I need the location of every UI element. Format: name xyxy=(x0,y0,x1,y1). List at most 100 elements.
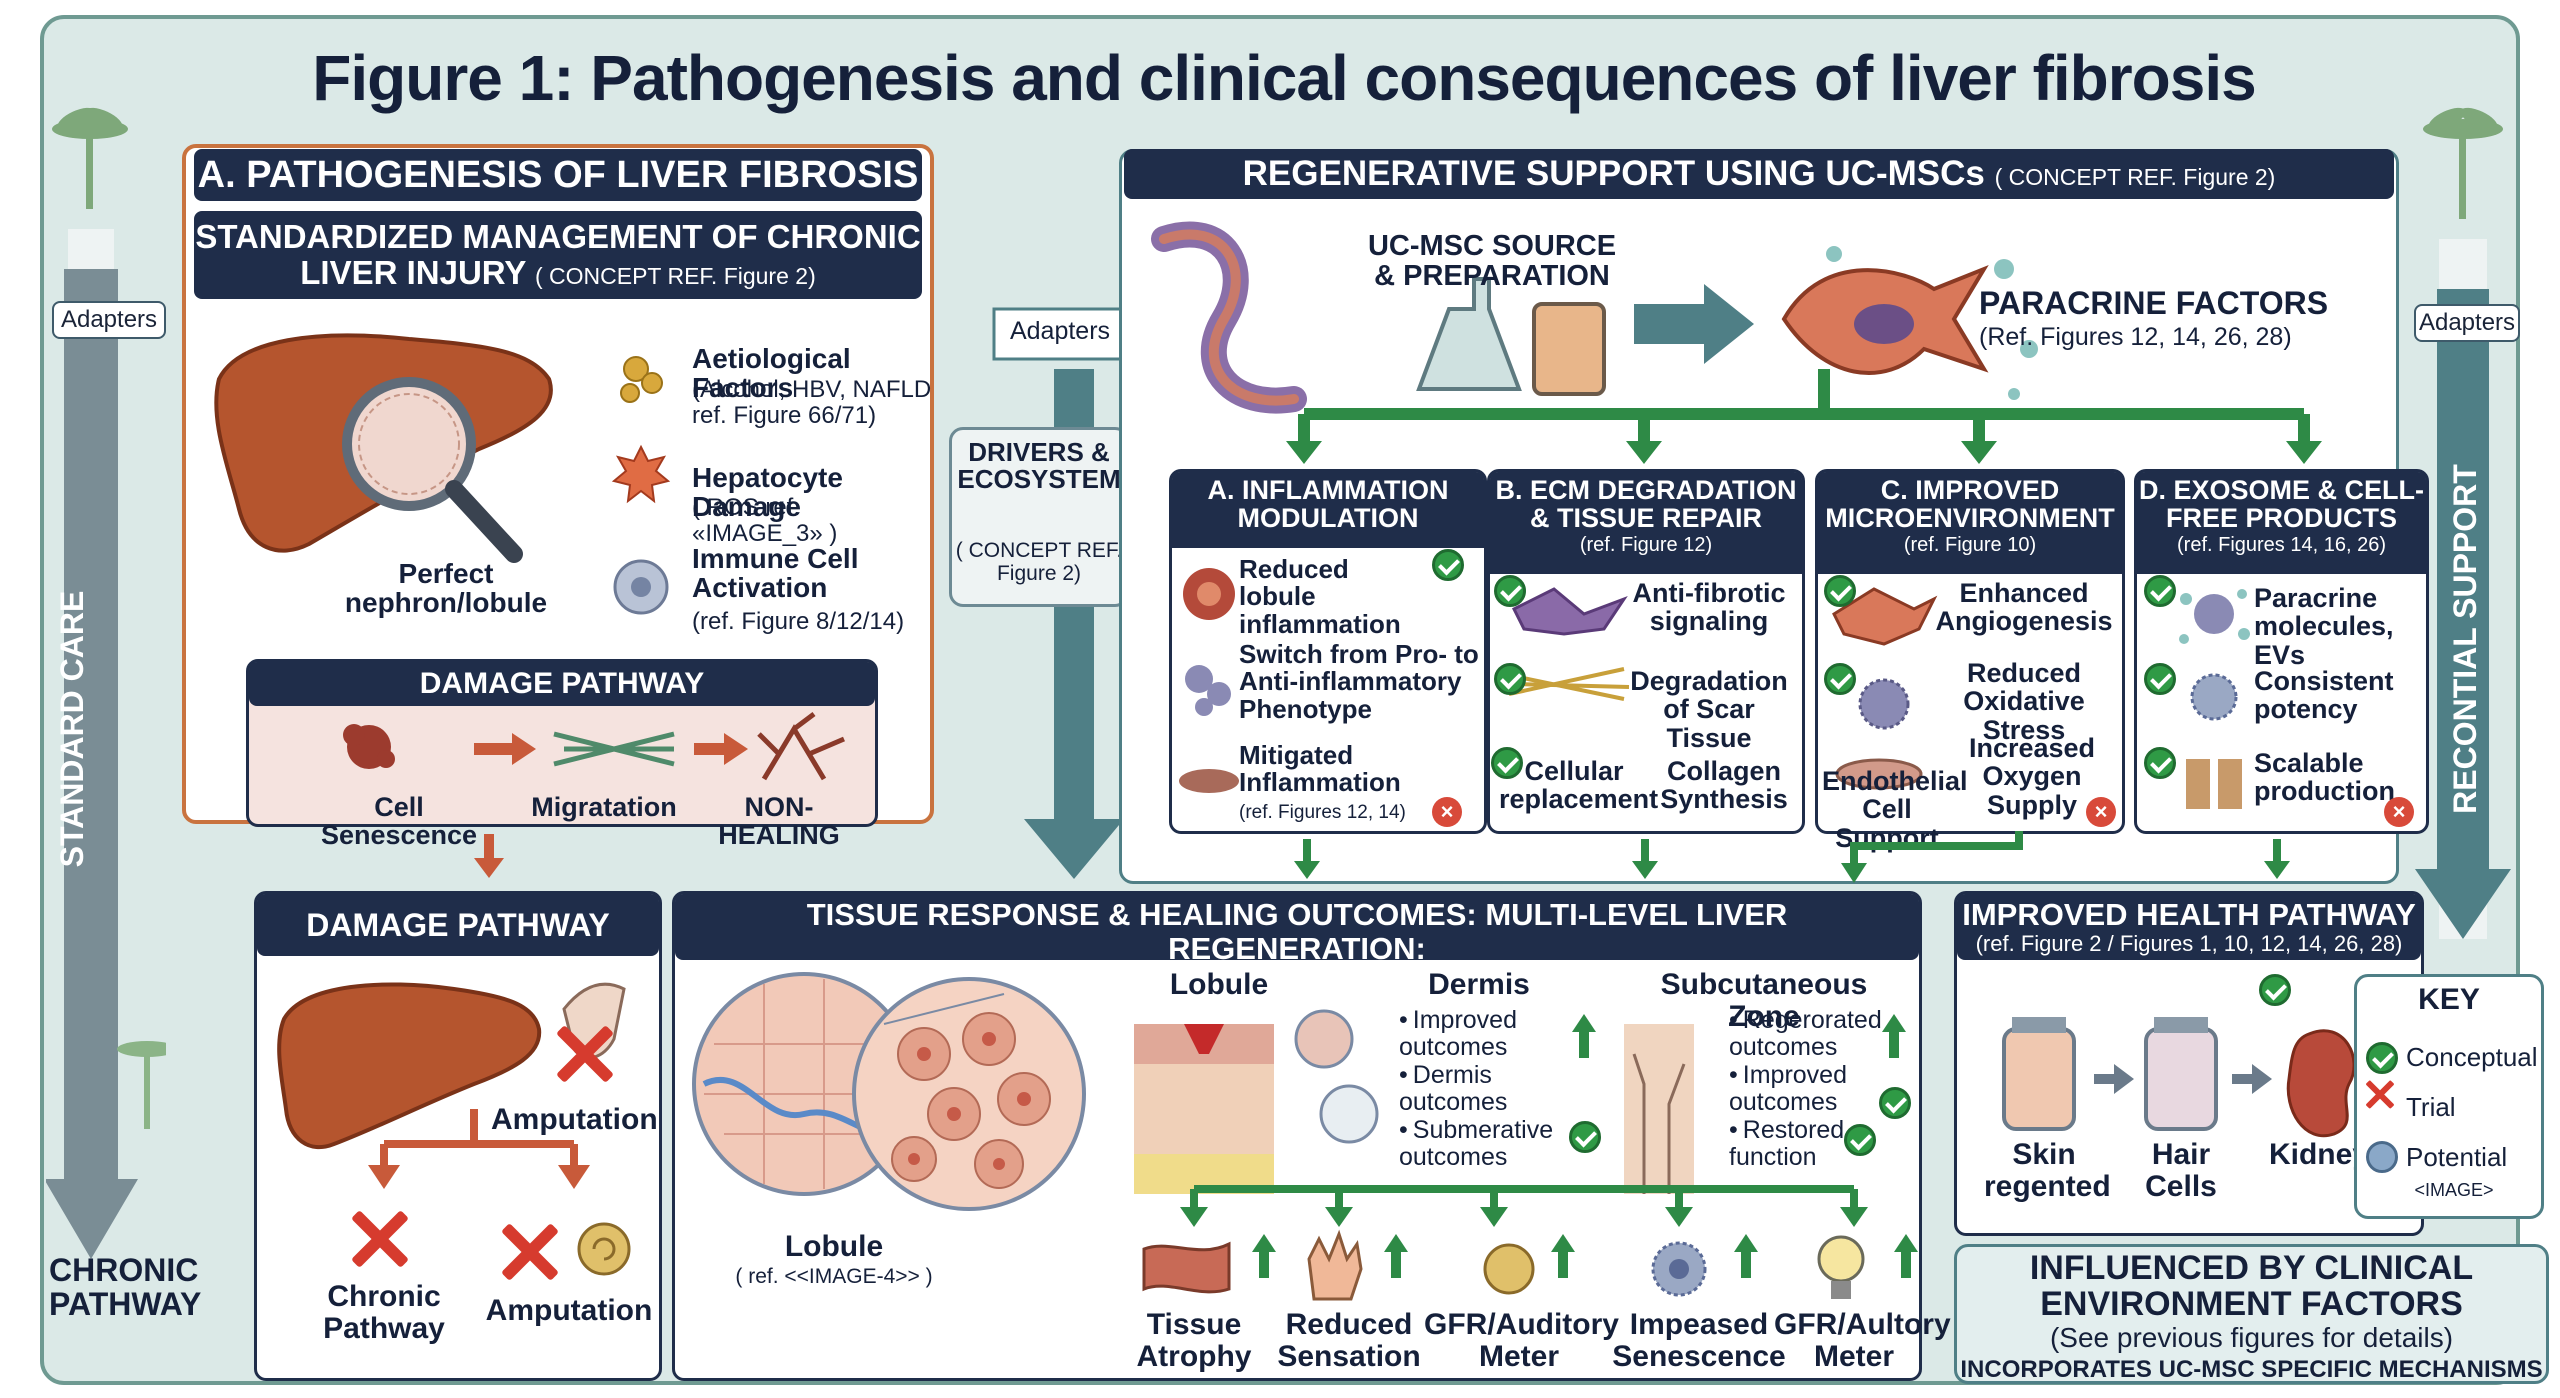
factor-icons xyxy=(611,356,671,615)
amputation-x-icon xyxy=(549,1019,619,1089)
dermis-item-2: • Dermis outcomes xyxy=(1399,1061,1508,1116)
left-rail-graphic xyxy=(46,107,166,1259)
left-adapters-label: Adapters xyxy=(52,301,166,339)
up-arrow-icon xyxy=(1551,1234,1575,1278)
panel-a-subtitle-ref: ( CONCEPT REF. Figure 2) xyxy=(534,263,816,289)
check-icon xyxy=(1824,575,1856,607)
trial-x-icon: × xyxy=(2384,797,2414,827)
influenced-line-1: INFLUENCED BY CLINICAL xyxy=(2029,1249,2474,1287)
figure-canvas: Figure 1: Pathogenesis and clinical cons… xyxy=(40,15,2549,1385)
card-c-item-2: Reduced Oxidative Stress xyxy=(1963,658,2085,745)
card-c-item-1: Enhanced Angiogenesis xyxy=(1935,578,2113,637)
up-arrow-icon xyxy=(1252,1234,1276,1278)
card-exo-title: D. EXOSOME & CELL-FREE PRODUCTS xyxy=(2138,475,2425,534)
card-exosome: D. EXOSOME & CELL-FREE PRODUCTS(ref. Fig… xyxy=(2134,469,2429,834)
snail-icon xyxy=(577,1222,631,1276)
influenced-line-2: ENVIRONMENT FACTORS xyxy=(2040,1285,2463,1323)
outcome-icons xyxy=(1142,1229,1865,1301)
figure-title: Figure 1: Pathogenesis and clinical cons… xyxy=(312,42,2256,114)
check-icon xyxy=(2366,1042,2398,1074)
improved-title: IMPROVED HEALTH PATHWAY xyxy=(1962,897,2416,932)
panel-a-subtitle-text: STANDARDIZED MANAGEMENT OF CHRONIC LIVER… xyxy=(195,218,921,291)
bottom-damage-split-arrows xyxy=(368,1109,590,1189)
paracrine-title: PARACRINE FACTORS xyxy=(1979,285,2329,321)
card-a-item-3: Mitigated Inflammation xyxy=(1239,740,1401,798)
card-b-item-3: Cellular replacement xyxy=(1499,756,1659,815)
card-c-item-4: Increased Oxygen Supply xyxy=(1968,733,2096,820)
outcome-2: Reduced Sensation xyxy=(1277,1308,1421,1373)
subq-item-2-text: Improved outcomes xyxy=(1729,1061,1847,1116)
dermis-title: Dermis xyxy=(1428,968,1530,1001)
lobule-top-label: Lobule xyxy=(1169,968,1269,1001)
chronic-x-icon xyxy=(344,1204,414,1274)
subq-item-1-text: Regerorated outcomes xyxy=(1729,1006,1882,1061)
amputation-top-label: Amputation xyxy=(491,1103,658,1136)
improved-item-2: Hair Cells xyxy=(2145,1138,2217,1203)
card-a-item-ref: (ref. Figures 12, 14) xyxy=(1239,802,1406,823)
tissue-title-bar: TISSUE RESPONSE & HEALING OUTCOMES: MULT… xyxy=(675,894,1919,990)
drivers-adapters-label: Adapters xyxy=(1009,317,1111,345)
damage-step-1: Cell Senescence xyxy=(320,792,478,851)
key-note: <IMAGE> xyxy=(2414,1180,2494,1200)
tissue-title: TISSUE RESPONSE & HEALING OUTCOMES: MULT… xyxy=(806,897,1788,966)
subq-title: Subcutaneous Zone xyxy=(1660,968,1868,1033)
regen-title: REGENERATIVE SUPPORT USING UC-MSCs xyxy=(1242,154,1985,193)
chronic-pathway-bottom-label: Chronic Pathway xyxy=(323,1280,445,1345)
liver-label: Perfect nephron/lobule xyxy=(344,558,548,619)
subq-item-3: • Restored function xyxy=(1729,1116,1845,1171)
check-icon xyxy=(2144,747,2176,779)
check-icon xyxy=(1494,575,1526,607)
card-d-icons xyxy=(2179,589,2250,809)
check-icon xyxy=(1432,549,1464,581)
regen-source-graphic xyxy=(1151,221,2038,414)
outcome-branch-arrows xyxy=(1180,1185,1868,1227)
card-a-down-arrow xyxy=(1294,839,1320,879)
factor-3-desc: (ref. Figure 8/12/14) xyxy=(692,608,905,635)
liver-illustration xyxy=(214,333,553,563)
uc-msc-source-label: UC-MSC SOURCE & PREPARATION xyxy=(1367,230,1617,293)
card-inflammation-title: A. INFLAMMATION MODULATION xyxy=(1172,472,1484,548)
factor-2-desc: ( ROS ref. «IMAGE_3» ) xyxy=(692,494,838,548)
key-title: KEY xyxy=(2418,983,2480,1016)
improved-ref: (ref. Figure 2 / Figures 1, 10, 12, 14, … xyxy=(1975,931,2403,956)
check-icon xyxy=(1491,747,1523,779)
card-a-item-1: Reduced lobule inflammation xyxy=(1239,554,1401,639)
subq-item-2: • Improved outcomes xyxy=(1729,1061,1847,1116)
panel-a-title: A. PATHOGENESIS OF LIVER FIBROSIS xyxy=(194,149,922,201)
dermis-item-2-text: Dermis outcomes xyxy=(1399,1061,1508,1116)
factor-1-title: Aetiological Factors xyxy=(692,343,851,404)
card-d-item-3: Scalable production xyxy=(2254,748,2395,807)
panel-a-down-arrow xyxy=(474,834,504,878)
damage-pathway-title: DAMAGE PATHWAY xyxy=(249,662,875,706)
influenced-sub: (See previous figures for details) xyxy=(2049,1322,2454,1353)
card-micro-header: C. IMPROVED MICROENVIRONMENT(ref. Figure… xyxy=(1818,472,2122,574)
card-inflammation: A. INFLAMMATION MODULATION xyxy=(1169,469,1487,834)
damage-step-2: Migratation xyxy=(531,792,677,822)
improved-health-icons xyxy=(2002,1017,2356,1138)
outcome-4: Impeased Senescence xyxy=(1612,1308,1786,1373)
check-icon xyxy=(2259,974,2291,1006)
check-icon xyxy=(1569,1121,1601,1153)
influenced-foot: INCORPORATES UC-MSC SPECIFIC MECHANISMS xyxy=(1960,1356,2543,1383)
key-item-2: Trial xyxy=(2406,1092,2456,1122)
influenced-box xyxy=(1954,1244,2549,1384)
factor-1-desc: (Alcohol, HBV, NAFLD ref. Figure 66/71) xyxy=(692,376,932,430)
outcome-3: GFR/Auditory Meter xyxy=(1424,1308,1619,1373)
card-ecm-ref: (ref. Figure 12) xyxy=(1579,533,1713,556)
card-c-bend-arrow xyxy=(1841,831,2023,883)
damage-pathway-graphic xyxy=(343,712,845,781)
card-micro-ref: (ref. Figure 10) xyxy=(1903,533,2037,556)
key-x-icon xyxy=(2362,1077,2397,1112)
key-item-3: Potential xyxy=(2406,1142,2508,1172)
subq-item-1: • Regerorated outcomes xyxy=(1729,1006,1882,1061)
dermis-item-1-text: Improved outcomes xyxy=(1399,1006,1517,1061)
card-micro-title: C. IMPROVED MICROENVIRONMENT xyxy=(1825,475,2115,534)
bottom-damage-title: DAMAGE PATHWAY xyxy=(257,894,659,956)
panel-a-subtitle: STANDARDIZED MANAGEMENT OF CHRONIC LIVER… xyxy=(194,211,922,299)
card-b-down-arrow xyxy=(1632,839,1658,879)
potential-dot-icon xyxy=(2366,1141,2398,1173)
regen-title-bar: REGENERATIVE SUPPORT USING UC-MSCs ( CON… xyxy=(1124,149,2394,199)
drivers-box xyxy=(949,427,1129,607)
card-ecm-title: B. ECM DEGRADATION & TISSUE REPAIR xyxy=(1495,475,1797,534)
factor-2-title: Hepatocyte Damage xyxy=(692,462,843,523)
